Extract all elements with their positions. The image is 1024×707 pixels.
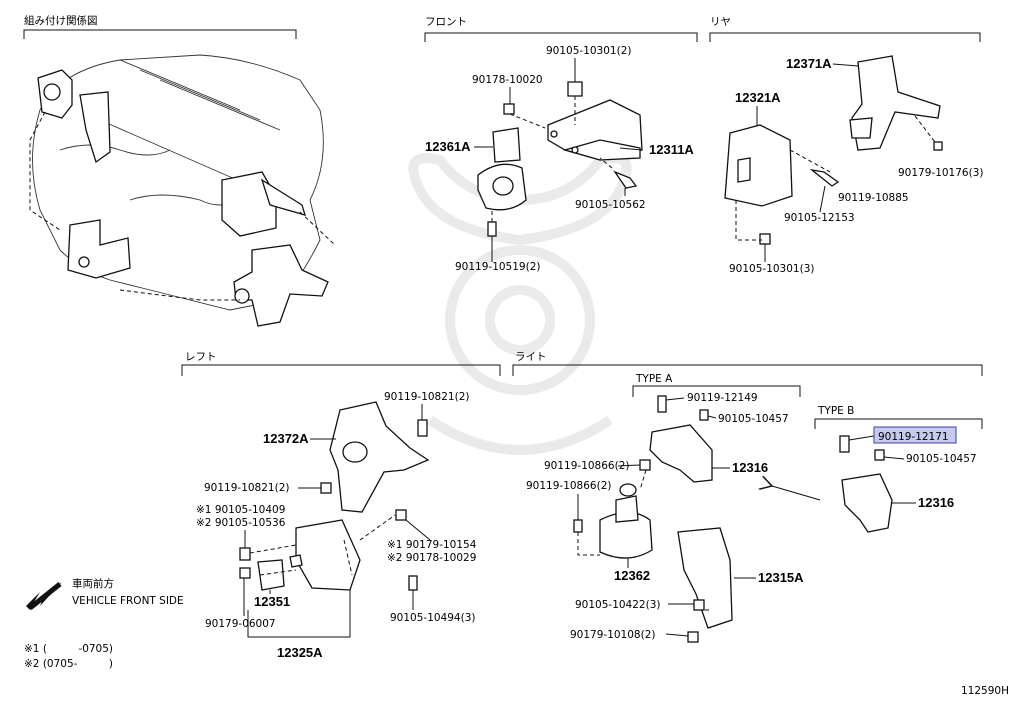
label-90179-06007[interactable]: 90179-06007: [205, 618, 276, 630]
label-12316-b[interactable]: 12316: [918, 495, 954, 510]
label-90105-10301-2[interactable]: 90105-10301(2): [546, 45, 631, 57]
label-12371A[interactable]: 12371A: [786, 56, 832, 71]
left-mount-parts: [239, 401, 430, 591]
label-12315A[interactable]: 12315A: [758, 570, 804, 585]
front-labels: 90105-10301(2) 90178-10020 12361A 12311A…: [425, 45, 694, 273]
label-90119-10885[interactable]: 90119-10885: [838, 192, 909, 204]
label-12321A[interactable]: 12321A: [735, 90, 781, 105]
rear-mount-parts: [724, 55, 943, 245]
right-labels: 90119-12149 90105-10457 90119-12171 9010…: [526, 392, 977, 641]
rear-labels: 12371A 12321A 90179-10176(3) 90119-10885…: [729, 56, 983, 275]
label-90119-10866-2-a[interactable]: 90119-10866(2): [544, 460, 629, 472]
label-12325A[interactable]: 12325A: [277, 645, 323, 660]
label-12361A[interactable]: 12361A: [425, 139, 471, 154]
diagram-id: 112590H: [961, 685, 1009, 697]
right-mount-parts: [573, 395, 893, 643]
label-90119-10821-2-mid[interactable]: 90119-10821(2): [204, 482, 289, 494]
label-90105-10301-3[interactable]: 90105-10301(3): [729, 263, 814, 275]
label-12316-a[interactable]: 12316: [732, 460, 768, 475]
label-12311A[interactable]: 12311A: [649, 142, 694, 157]
section-type-b: TYPE B: [817, 405, 854, 417]
section-front: フロント: [425, 16, 467, 28]
label-90105-10457-b[interactable]: 90105-10457: [906, 453, 977, 465]
label-note1-90179-10154[interactable]: ※1 90179-10154: [387, 539, 477, 551]
vehicle-front-jp: 車両前方: [72, 577, 114, 590]
label-90119-10866-2-b[interactable]: 90119-10866(2): [526, 480, 611, 492]
label-90119-12171[interactable]: 90119-12171: [878, 431, 949, 443]
label-12362[interactable]: 12362: [614, 568, 650, 583]
note-1: ※1 ( -0705): [24, 643, 113, 655]
label-90119-10821-2-top[interactable]: 90119-10821(2): [384, 391, 469, 403]
label-90178-10020[interactable]: 90178-10020: [472, 74, 543, 86]
front-mount-parts: [477, 81, 643, 237]
vehicle-front-en: VEHICLE FRONT SIDE: [72, 595, 184, 607]
label-90105-10494-3[interactable]: 90105-10494(3): [390, 612, 475, 624]
label-90105-12153[interactable]: 90105-12153: [784, 212, 855, 224]
left-labels: 90119-10821(2) 12372A 90119-10821(2) ※1 …: [196, 391, 477, 660]
section-rear: リヤ: [710, 16, 731, 28]
engine-assembly-sketch: [29, 54, 336, 327]
label-90179-10176-3[interactable]: 90179-10176(3): [898, 167, 983, 179]
label-90119-10519-2[interactable]: 90119-10519(2): [455, 261, 540, 273]
label-note2-90178-10029[interactable]: ※2 90178-10029: [387, 552, 476, 564]
section-left: レフト: [185, 351, 217, 363]
label-12351[interactable]: 12351: [254, 594, 290, 609]
label-90119-12149[interactable]: 90119-12149: [687, 392, 758, 404]
label-note2-90105-10536[interactable]: ※2 90105-10536: [196, 517, 286, 529]
label-90105-10422-3[interactable]: 90105-10422(3): [575, 599, 660, 611]
highlight-90119-12171: [873, 426, 957, 444]
note-2: ※2 (0705- ): [24, 658, 113, 670]
label-90105-10562[interactable]: 90105-10562: [575, 199, 646, 211]
label-12372A[interactable]: 12372A: [263, 431, 309, 446]
section-brackets: [23, 29, 983, 429]
label-note1-90105-10409[interactable]: ※1 90105-10409: [196, 504, 285, 516]
label-90105-10457-a[interactable]: 90105-10457: [718, 413, 789, 425]
section-right: ライト: [515, 351, 547, 363]
section-type-a: TYPE A: [635, 373, 673, 385]
label-90179-10108-2[interactable]: 90179-10108(2): [570, 629, 655, 641]
section-assembly: 組み付け関係図: [24, 14, 98, 27]
